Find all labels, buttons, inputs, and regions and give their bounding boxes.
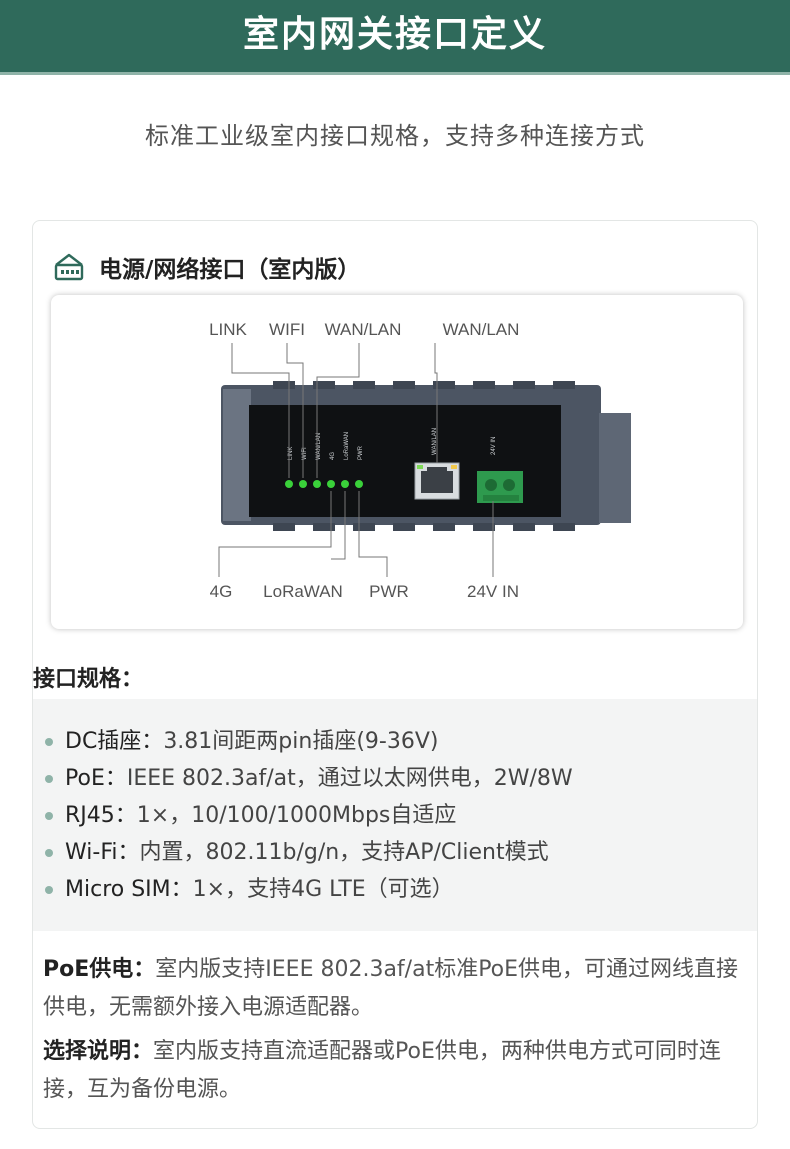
gateway-device: LINK WIFI WAN/LAN 4G LoRaWAN PWR WAN/LAN…	[221, 381, 631, 531]
notes-section: PoE供电：室内版支持IEEE 802.3af/at标准PoE供电，可通过网线直…	[43, 951, 743, 1115]
note-poe: PoE供电：室内版支持IEEE 802.3af/at标准PoE供电，可通过网线直…	[43, 957, 739, 1020]
led-lorawan	[341, 480, 349, 488]
led-label-4g: 4G	[330, 452, 336, 460]
label-wifi: WIFI	[269, 320, 305, 339]
leader-wan-lan-port	[434, 343, 438, 463]
spec-heading: 接口规格：	[33, 667, 144, 692]
led-pwr	[355, 480, 363, 488]
leader-pwr	[358, 491, 388, 577]
leader-link	[231, 343, 290, 478]
device-diagram: LINK WIFI WAN/LAN WAN/LAN	[51, 295, 743, 629]
label-link: LINK	[209, 320, 247, 339]
label-wan-lan-port: WAN/LAN	[443, 320, 520, 339]
label-lorawan: LoRaWAN	[263, 582, 343, 601]
led-4g	[327, 480, 335, 488]
bullet-icon	[45, 737, 53, 746]
label-24v-in: 24V IN	[467, 582, 519, 601]
gateway-illustration: LINK WIFI WAN/LAN WAN/LAN	[209, 320, 631, 601]
page-subtitle: 标准工业级室内接口规格，支持多种连接方式	[145, 122, 645, 150]
leader-lorawan	[331, 491, 346, 560]
interface-card: 电源/网络接口（室内版） LINK WIFI WAN/LAN WAN/LAN	[32, 220, 758, 1129]
spec-item-rj45: RJ45：1×，10/100/1000Mbps自适应	[45, 797, 757, 834]
led-label-pwr: PWR	[358, 445, 364, 460]
port-label-wan-lan: WAN/LAN	[432, 428, 438, 455]
led-wan-lan	[313, 480, 321, 488]
led-link	[285, 480, 293, 488]
port-label-24v-in: 24V IN	[491, 437, 497, 455]
spec-list: DC插座：3.81间距两pin插座(9-36V) PoE：IEEE 802.3a…	[33, 699, 757, 908]
spec-list-box: DC插座：3.81间距两pin插座(9-36V) PoE：IEEE 802.3a…	[33, 699, 757, 931]
label-4g: 4G	[210, 582, 233, 601]
page-title-banner: 室内网关接口定义	[0, 0, 790, 72]
card-header: 电源/网络接口（室内版）	[53, 249, 360, 285]
rj45-port	[414, 462, 460, 500]
led-wifi	[299, 480, 307, 488]
label-pwr: PWR	[369, 582, 409, 601]
spec-item-dc: DC插座：3.81间距两pin插座(9-36V)	[45, 723, 757, 760]
banner-divider	[0, 72, 790, 75]
note-selection: 选择说明：室内版支持直流适配器或PoE供电，两种供电方式可同时连接，互为备份电源…	[43, 1039, 721, 1102]
bullet-icon	[45, 885, 53, 894]
bullet-icon	[45, 848, 53, 857]
led-label-link: LINK	[288, 447, 294, 460]
router-icon	[54, 253, 84, 281]
label-wan-lan-led: WAN/LAN	[325, 320, 402, 339]
led-label-wan-lan: WAN/LAN	[316, 433, 322, 460]
spec-item-wifi: Wi-Fi：内置，802.11b/g/n，支持AP/Client模式	[45, 834, 757, 871]
spec-item-poe: PoE：IEEE 802.3af/at，通过以太网供电，2W/8W	[45, 760, 757, 797]
card-title: 电源/网络接口（室内版）	[99, 257, 361, 283]
leader-wifi	[286, 343, 304, 478]
led-label-wifi: WIFI	[302, 447, 308, 460]
page-title: 室内网关接口定义	[242, 14, 547, 55]
dc-terminal-block	[477, 471, 523, 503]
bullet-icon	[45, 774, 53, 783]
leader-4g	[218, 491, 332, 577]
spec-item-sim: Micro SIM：1×，支持4G LTE（可选）	[45, 871, 757, 908]
led-label-lorawan: LoRaWAN	[344, 432, 350, 460]
leader-wan-lan-led	[316, 343, 360, 478]
bullet-icon	[45, 811, 53, 820]
